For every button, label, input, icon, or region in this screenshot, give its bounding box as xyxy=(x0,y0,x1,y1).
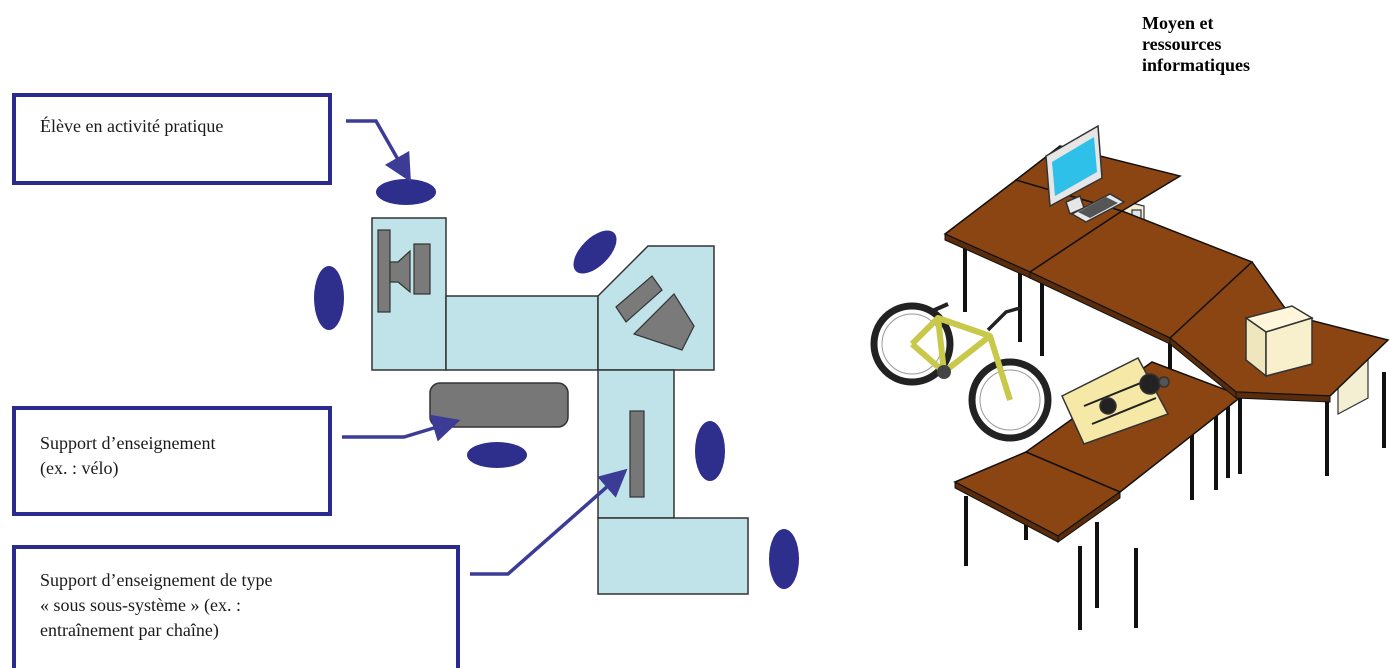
arrow-student xyxy=(346,119,411,183)
callout-arrows xyxy=(342,119,628,576)
callout-line: (ex. : vélo) xyxy=(40,458,119,478)
student-marker xyxy=(376,179,436,205)
student-marker xyxy=(695,421,725,481)
label-line: informatiques xyxy=(1142,55,1250,75)
chain-drive-support xyxy=(629,410,645,498)
callout-subsystem-support: Support d’enseignement de type « sous so… xyxy=(12,545,460,668)
corner-equipment xyxy=(615,275,695,351)
equipment-trolley xyxy=(632,293,695,351)
equipment-plate xyxy=(615,275,663,323)
equipment-box xyxy=(1244,305,1314,378)
student-marker xyxy=(769,529,799,589)
student-marker xyxy=(467,442,527,468)
table-middle xyxy=(445,295,599,371)
equipment-block xyxy=(413,243,431,295)
label-line: Moyen et xyxy=(1142,13,1214,33)
callout-student-activity: Élève en activité pratique xyxy=(12,93,332,185)
callout-line: Élève en activité pratique xyxy=(40,116,224,136)
callout-teaching-support: Support d’enseignement (ex. : vélo) xyxy=(12,406,332,516)
equipment-funnel xyxy=(389,249,411,294)
computer-monitor xyxy=(1045,124,1126,223)
bike-support xyxy=(429,382,569,428)
callout-line: Support d’enseignement xyxy=(40,433,216,453)
chain-drive-board xyxy=(1061,357,1170,445)
bicycle xyxy=(870,302,1052,442)
callout-line: « sous sous-système » (ex. : xyxy=(40,595,241,615)
bench-equipment xyxy=(377,229,431,313)
students xyxy=(314,179,799,589)
table-bottom xyxy=(597,517,749,595)
desk-edges xyxy=(944,233,1331,543)
callout-line: Support d’enseignement de type xyxy=(40,570,273,590)
arrow-bike-support xyxy=(342,414,461,442)
student-marker xyxy=(314,266,344,330)
student-marker xyxy=(573,230,617,274)
desk-legs xyxy=(963,245,1386,630)
label-line: ressources xyxy=(1142,34,1222,54)
arrow-chain-drive xyxy=(470,468,628,576)
callout-line: entraînement par chaîne) xyxy=(40,620,219,640)
it-resources-label: Moyen et ressources informatiques xyxy=(1142,13,1250,76)
